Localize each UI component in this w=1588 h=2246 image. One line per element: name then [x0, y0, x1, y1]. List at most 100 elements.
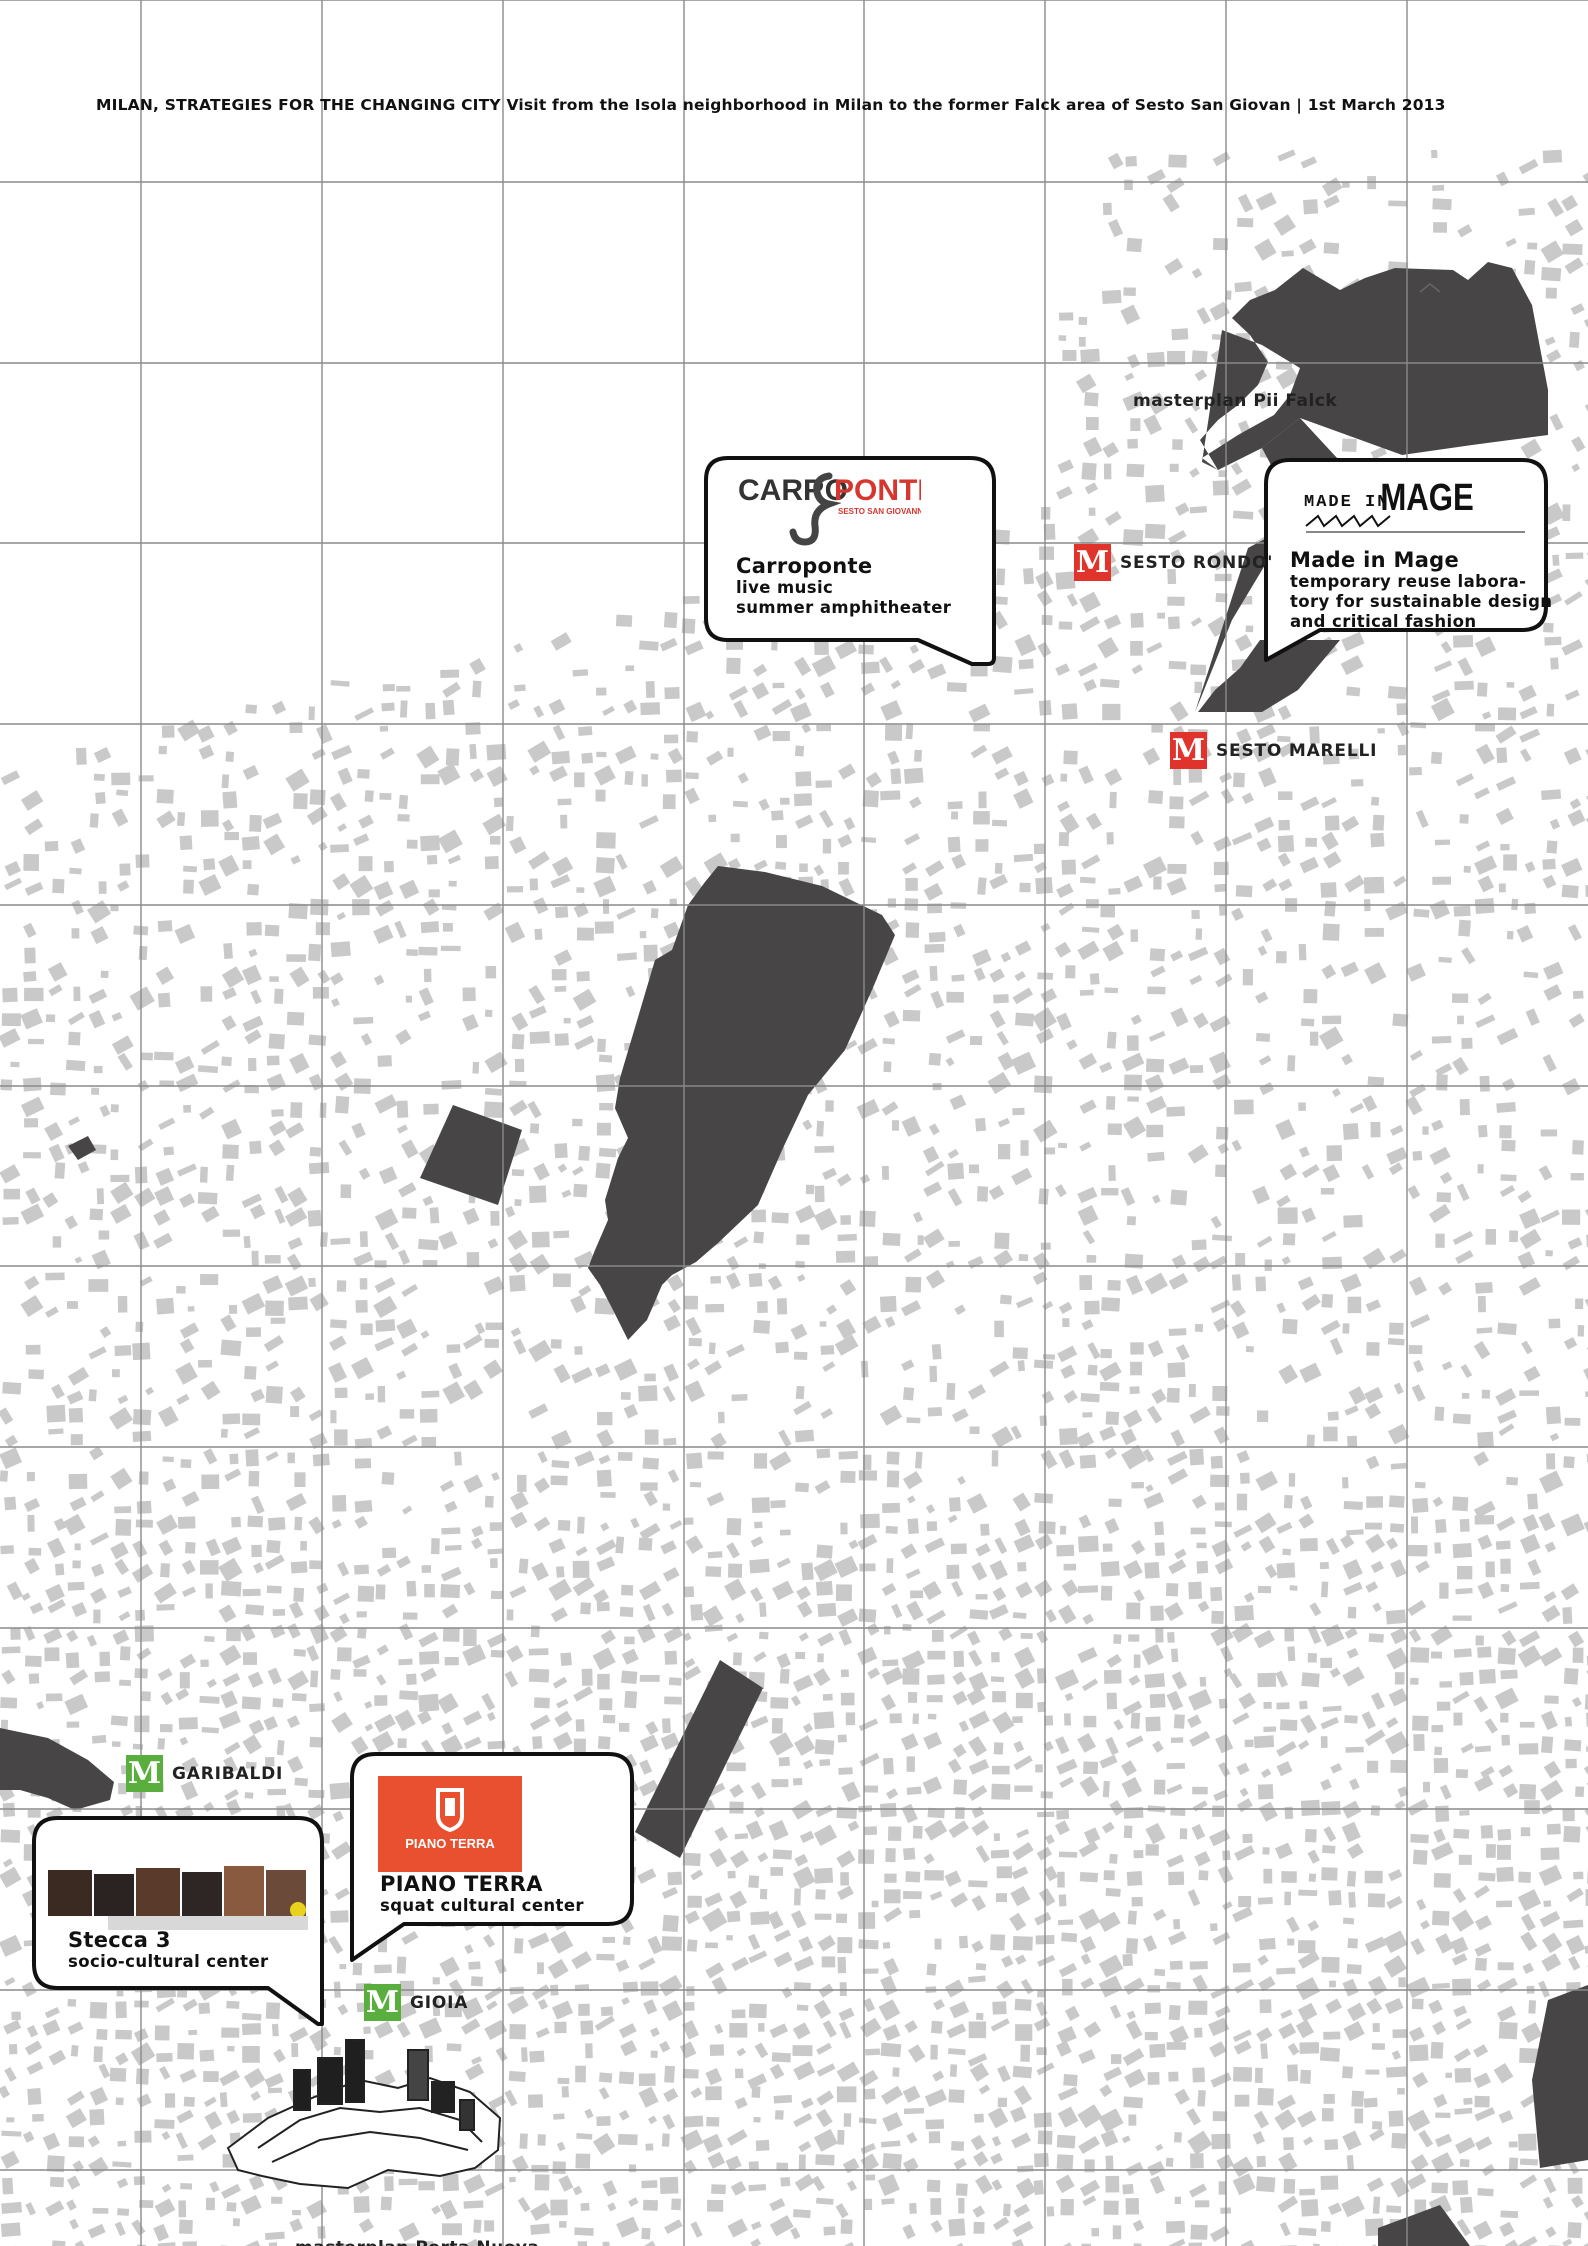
building — [1287, 1055, 1296, 1072]
building — [613, 1358, 638, 1381]
building — [772, 1580, 794, 1601]
building — [814, 641, 829, 656]
building — [949, 2064, 958, 2077]
building — [1148, 790, 1164, 805]
building — [504, 921, 526, 944]
building — [135, 1609, 146, 1621]
building — [1283, 2137, 1294, 2151]
building — [421, 1565, 432, 1573]
building — [247, 883, 260, 896]
building — [1251, 741, 1275, 763]
building — [597, 1411, 613, 1426]
building — [1569, 331, 1580, 348]
building — [1295, 2019, 1315, 2039]
building — [249, 1203, 266, 1220]
building — [1245, 1345, 1254, 1353]
building — [4, 1977, 16, 1986]
building — [837, 1608, 859, 1627]
building — [642, 2240, 656, 2246]
building — [242, 2112, 262, 2123]
building — [1413, 908, 1430, 918]
building — [267, 1788, 287, 1796]
building — [748, 1875, 760, 1889]
building — [1168, 1272, 1189, 1290]
building — [1539, 1470, 1564, 1494]
station-gioia[interactable]: M GIOIA — [364, 1984, 468, 2021]
building — [844, 1039, 858, 1051]
station-garibaldi[interactable]: M GARIBALDI — [126, 1755, 283, 1792]
building — [592, 1647, 616, 1671]
building — [486, 2000, 498, 2011]
building — [840, 1669, 849, 1678]
building — [621, 1584, 634, 1596]
building — [462, 1710, 483, 1726]
building — [639, 1734, 659, 1753]
building — [947, 1514, 958, 1524]
building — [993, 1742, 1004, 1755]
building — [514, 684, 526, 692]
building — [444, 1500, 458, 1513]
building — [289, 722, 303, 734]
piano-terra-name: PIANO TERRA — [380, 1872, 543, 1896]
building — [1409, 1314, 1431, 1328]
building — [592, 2132, 616, 2156]
building — [0, 1470, 9, 1482]
building — [731, 2009, 746, 2019]
building — [1191, 1239, 1207, 1251]
building — [1152, 1908, 1167, 1921]
building — [1147, 1151, 1165, 1162]
building — [928, 1123, 940, 1136]
building — [276, 1740, 285, 1756]
building — [1476, 1327, 1493, 1334]
building — [1320, 1623, 1345, 1647]
building — [330, 1237, 351, 1246]
building — [309, 1146, 322, 1157]
building — [1263, 1726, 1277, 1733]
building — [1037, 1990, 1046, 1998]
building — [1214, 883, 1227, 893]
station-sesto-marelli[interactable]: M SESTO MARELLI — [1170, 732, 1377, 769]
building — [262, 812, 283, 830]
building — [1210, 2072, 1232, 2088]
building — [1366, 1997, 1383, 2015]
building — [819, 809, 834, 829]
building — [1258, 1975, 1276, 1992]
building — [1212, 151, 1231, 167]
building — [1232, 2173, 1256, 2196]
building — [576, 887, 585, 893]
building — [1169, 2025, 1189, 2045]
building — [859, 2069, 879, 2087]
building — [1079, 2179, 1101, 2197]
building — [690, 2087, 703, 2099]
building — [132, 1540, 148, 1558]
building — [112, 2161, 132, 2168]
building — [1274, 2109, 1297, 2131]
building — [471, 1525, 484, 1538]
building — [1321, 797, 1337, 809]
building — [1542, 874, 1557, 889]
building — [1213, 836, 1232, 852]
building — [376, 1564, 392, 1577]
building — [1505, 237, 1517, 248]
building — [1301, 1164, 1320, 1179]
building — [1214, 1502, 1225, 1511]
building — [1130, 418, 1141, 432]
building — [1130, 929, 1139, 942]
building — [1563, 1667, 1579, 1685]
building — [69, 1496, 87, 1512]
building — [222, 1672, 241, 1687]
building — [353, 833, 370, 846]
building — [1287, 1938, 1295, 1946]
building — [1189, 467, 1200, 478]
building — [753, 663, 768, 677]
building — [949, 1625, 968, 1640]
building — [223, 1756, 239, 1774]
building — [1011, 1051, 1037, 1075]
building — [1485, 1844, 1496, 1858]
building — [1191, 267, 1203, 279]
building — [1497, 1977, 1518, 1994]
building — [836, 1318, 857, 1340]
building — [580, 2020, 594, 2035]
station-sesto-rondo[interactable]: M SESTO RONDO' — [1074, 544, 1273, 581]
building — [1257, 1672, 1277, 1688]
